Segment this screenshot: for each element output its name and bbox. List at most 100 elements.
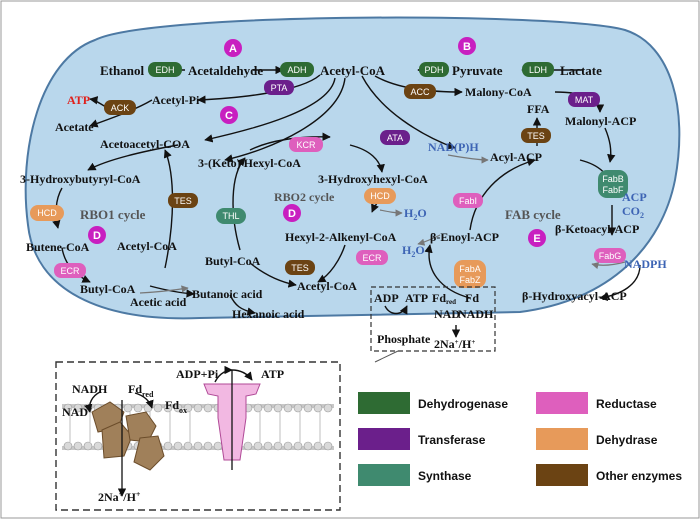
label-butanoic-acid: Butanoic acid [192,287,263,301]
legend-swatch-transferase [358,428,410,450]
enzyme-fabb-label: FabB [602,174,624,184]
circle-label-e: E [533,233,540,245]
enzyme-thl-label: THL [222,211,239,221]
enzyme-hcd-left-label: HCD [37,208,57,218]
enzyme-kcr-badge [289,137,323,152]
cycle-labels: RBO1 cycle RBO2 cycle FAB cycle [80,190,561,222]
label-mem-nadh: NADH [72,382,108,396]
cell-body [24,16,681,320]
enzyme-ldh-label: LDH [529,65,547,75]
label-nadph: NAD(P)H [428,140,479,154]
label-mem-fd-ox: Fdox [165,398,187,415]
legend-label-transferase: Transferase [418,433,486,447]
circle-label-a: A [229,43,237,55]
section-circles: A B C D D E [88,37,546,247]
enzyme-ack-label: ACK [111,103,130,113]
label-hexanoic-acid: Hexanoic acid [232,307,305,321]
membrane-arrows [84,365,253,497]
enzyme-fabi-badge [453,193,483,208]
label-hydroxyhexyl-coa: 3-Hydroxyhexyl-CoA [318,172,428,186]
legend-swatch-synthase [358,464,410,486]
label-malonyl-acp: Malonyl-ACP [565,114,636,128]
enzyme-fabf-label: FabF [602,185,624,195]
circle-label-b: B [463,41,471,53]
circle-label-d2: D [288,208,296,220]
label-lactate: Lactate [560,63,602,78]
enzyme-fabg-badge [594,248,626,263]
label-hexyl-alkenyl-coa: Hexyl-2-Alkenyl-CoA [285,230,397,244]
enzyme-hcd-mid-label: HCD [370,191,390,201]
membrane-zoom-box: ADP+Pi ATP NADH NAD+ Fdred Fdox 2Na+/H+ [55,361,341,511]
legend: Dehydrogenase Reductase Transferase Dehy… [358,392,682,486]
enzyme-fabi-label: FabI [459,196,477,206]
label-acetyl-coa-low: Acetyl-CoA [297,279,357,293]
label-acetyl-pi: Acetyl-Pi [152,93,200,107]
label-fab-cycle: FAB cycle [505,207,561,222]
enzyme-edh-badge [148,62,182,77]
enzyme-thl-badge [216,208,246,224]
legend-swatch-dehydrase [536,428,588,450]
enzyme-acc-badge [404,84,436,99]
label-butyl-coa-mid: Butyl-CoA [205,254,261,268]
legend-swatch-reductase [536,392,588,414]
enzyme-ecr-left-badge [54,263,86,278]
enzyme-kcr-label: KCR [296,140,316,150]
energy-conservation-box: ADP ATP Phosphate Fdred Fd NAD NADH 2Na+… [370,286,496,352]
enzyme-ack-badge [104,100,136,115]
enzyme-faba-fabz-badge [454,260,486,288]
enzyme-ecr-mid-badge [356,250,388,265]
enzyme-hcd-mid-badge [364,188,396,204]
label-h2o-2: H2O [402,243,425,259]
rnf-complex [91,401,165,471]
enzyme-ata-badge [380,130,410,145]
label-mem-atp: ATP [261,367,284,381]
label-pyruvate: Pyruvate [452,63,503,78]
legend-label-other-enzymes: Other enzymes [596,469,682,483]
label-hydroxyacyl-acp: β-Hydroxyacyl-ACP [522,289,627,303]
label-acetoacetyl-coa: Acetoacetyl-COA [100,137,190,151]
label-mem-fd-red: Fdred [128,382,154,399]
label-mem-nad: NAD+ [62,405,93,419]
label-box-nad: NAD [434,307,460,321]
enzyme-acc-label: ACC [410,87,430,97]
enzyme-ecr-left-label: ECR [60,266,80,276]
legend-swatch-other-enzymes [536,464,588,486]
enzyme-edh-label: EDH [155,65,174,75]
label-mem-adp-pi: ADP+Pi [176,367,219,381]
label-acetic-acid: Acetic acid [130,295,187,309]
label-box-adp: ADP [374,291,399,305]
label-acp: ACP [622,190,647,204]
enzyme-tes-right-badge [521,128,551,143]
enzyme-pta-badge [264,80,294,95]
label-ketoacyl-acp: β-Ketoacyl-ACP [555,222,639,236]
legend-label-dehydrase: Dehydrase [596,433,658,447]
enzyme-adh-badge [280,62,314,77]
label-enoyl-acp: β-Enoyl-ACP [430,230,499,244]
enzyme-mat-label: MAT [575,95,594,105]
legend-label-reductase: Reductase [596,397,657,411]
label-malonyl-coa: Malony-CoA [465,85,532,99]
enzyme-faba-label: FabA [459,264,481,274]
enzyme-tes-low-badge [285,260,315,275]
label-box-phosphate: Phosphate [377,332,431,346]
enzyme-tes-left-badge [168,193,198,208]
enzyme-fabz-label: FabZ [459,275,481,285]
enzyme-badges: EDH ADH PDH LDH PTA ACC MAT ACK ATA KCR … [30,62,628,288]
enzyme-hcd-left-badge [30,205,64,221]
label-butene-coa: Butene-CoA [26,240,90,254]
enzyme-mat-badge [568,92,600,107]
label-box-fd-red: Fdred [432,291,456,306]
label-rbo2-cycle: RBO2 cycle [274,190,335,204]
enzyme-adh-label: ADH [287,65,306,75]
enzyme-pdh-badge [419,62,449,77]
label-co2: CO2 [622,204,644,220]
compound-labels: Ethanol Acetaldehyde Acetyl-CoA Pyruvate… [20,63,667,321]
circle-label-d1: D [93,230,101,242]
label-hydroxybutyryl-coa: 3-Hydroxybutyryl-CoA [20,172,141,186]
enzyme-pdh-label: PDH [424,65,443,75]
label-atp-red: ATP [67,93,90,107]
enzyme-tes-right-label: TES [527,131,545,141]
label-box-fd: Fd [465,291,479,305]
